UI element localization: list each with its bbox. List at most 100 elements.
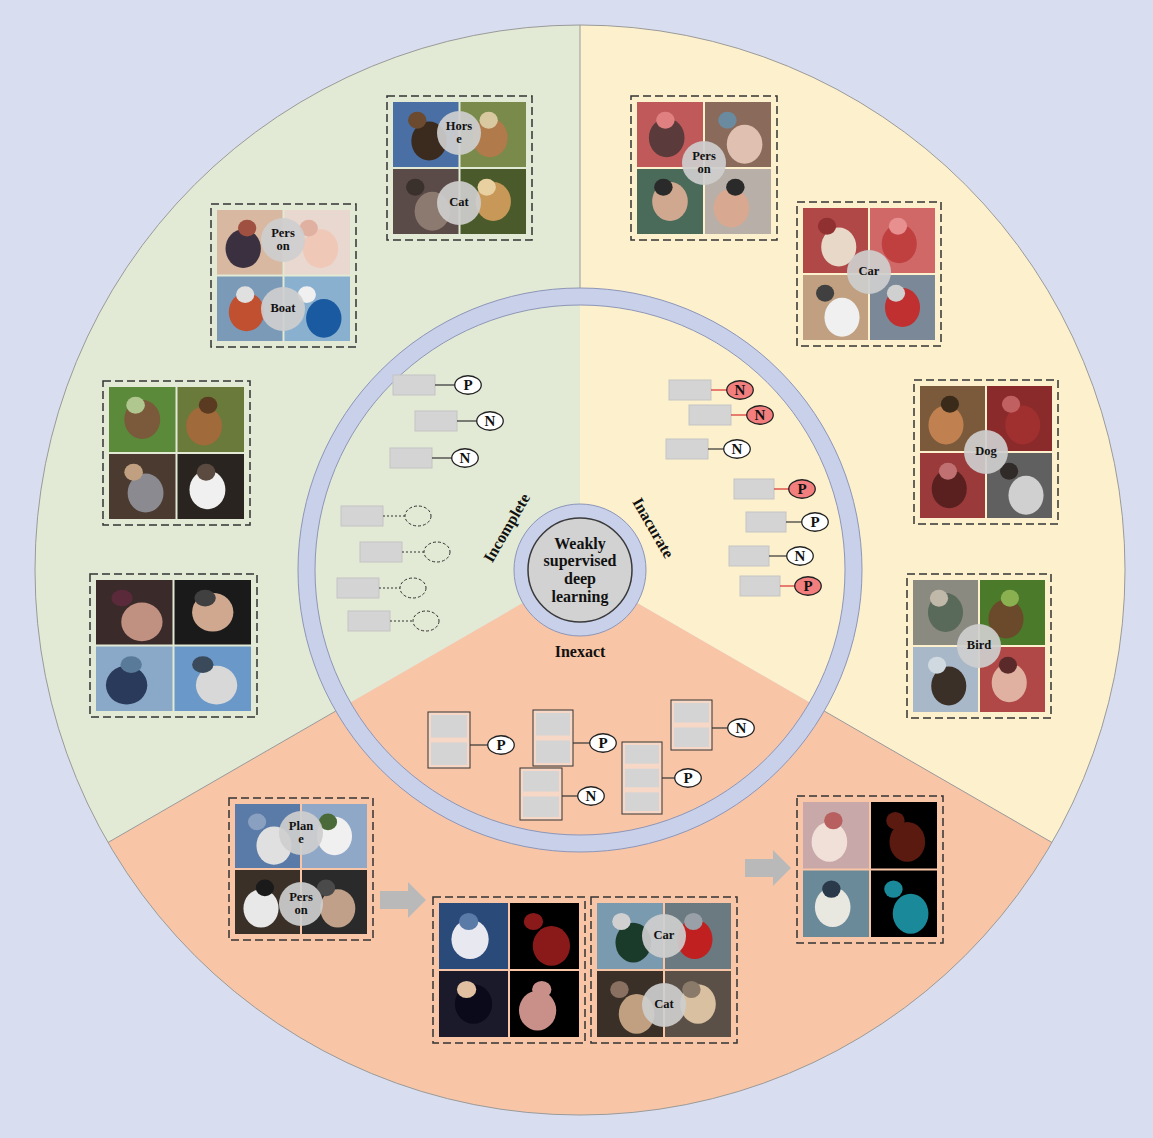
photo [178,387,245,452]
class-tag: Car [642,914,686,958]
photo-group-frame [631,96,777,240]
photo-detail [886,812,904,829]
label-lead [573,742,590,743]
photo-subject [1008,476,1043,515]
photo-group-frame [797,202,941,346]
outer-circle [35,25,1125,1115]
class-tag: Pers on [682,141,726,185]
flow-arrow [380,882,426,918]
label-ellipse: N [577,786,605,806]
photo-detail [682,981,700,998]
photo [871,871,937,938]
tag-disc [847,250,891,294]
class-tag: Pers on [261,218,305,262]
ring [307,297,854,844]
node-text: Bird [964,639,994,652]
photo-subject [121,603,162,642]
missing-label [424,542,450,562]
photo-detail [111,590,132,607]
photo-detail [928,657,946,674]
photo-detail [930,590,948,607]
photo-detail [256,880,274,897]
tag-disc [642,914,686,958]
photo-detail [824,812,842,829]
photo-subject [893,894,929,934]
photo-detail [248,814,266,831]
photo [510,903,579,969]
photo-detail [192,656,213,673]
class-tag: Car [847,250,891,294]
tag-disc [642,983,686,1027]
label-lead [562,795,578,796]
label-oval [477,412,504,431]
photo-detail [408,112,426,129]
label-oval [455,376,482,395]
instance-bar [734,479,774,499]
instance-bar [341,506,383,526]
ring-edge [298,288,862,852]
instance-bag [428,712,470,768]
photo [178,454,245,519]
photo-detail [457,981,476,998]
class-tag: Dog [964,430,1008,474]
instance-bag [533,710,573,766]
node-text: P [797,482,806,497]
node-text: Car [854,265,884,278]
node-text: N [755,408,766,423]
node-text: Pers on [286,891,316,917]
instance-bar [746,512,786,532]
center-circle: Weakly supervised deep learning [527,517,633,623]
tag-disc [964,430,1008,474]
label-ellipse: N [786,546,814,566]
photo-detail [941,396,959,413]
tag-disc [682,141,726,185]
label-oval [452,449,479,468]
photo-detail [1001,590,1019,607]
photo-detail [822,880,840,897]
photo-detail [532,981,551,998]
node-text: N [460,451,471,466]
tag-disc [437,181,481,225]
tag-disc [279,882,323,926]
node-text: P [683,771,692,786]
photo-detail [684,913,702,930]
instance-bar [415,411,457,431]
label-ellipse: N [746,405,774,425]
label-lead [435,384,455,385]
ring-edge [315,305,845,835]
node-text: N [735,383,746,398]
missing-label [400,578,426,598]
photo-detail [126,397,145,414]
photo-detail [999,657,1017,674]
node-text: N [736,721,747,736]
photo-group-frame [229,798,373,940]
label-lead [432,457,452,458]
node-text: Pers on [268,227,298,253]
instance-bar [393,375,435,395]
instance-bag [671,700,712,750]
photo-detail [726,179,744,196]
label-lead [379,588,400,589]
class-tag: Bird [957,624,1001,668]
label-oval [590,734,617,753]
instance-bar [523,771,559,792]
missing-label [413,611,439,631]
photo [109,387,176,452]
photo-group-frame [90,574,257,717]
photo-detail [524,913,543,930]
photo [439,971,508,1037]
photo-detail [1002,396,1020,413]
photo-detail [718,112,736,129]
instance-bar [625,792,659,811]
label-lead [457,420,477,421]
label-ellipse: P [801,512,829,532]
category-label: Inexact [555,643,606,661]
label-lead [774,488,789,489]
photo [510,971,579,1037]
class-tag: Cat [437,181,481,225]
photo-detail [120,656,141,673]
label-ellipse: P [788,479,816,499]
photo-group-frame [211,204,356,347]
instance-bar [536,741,570,764]
